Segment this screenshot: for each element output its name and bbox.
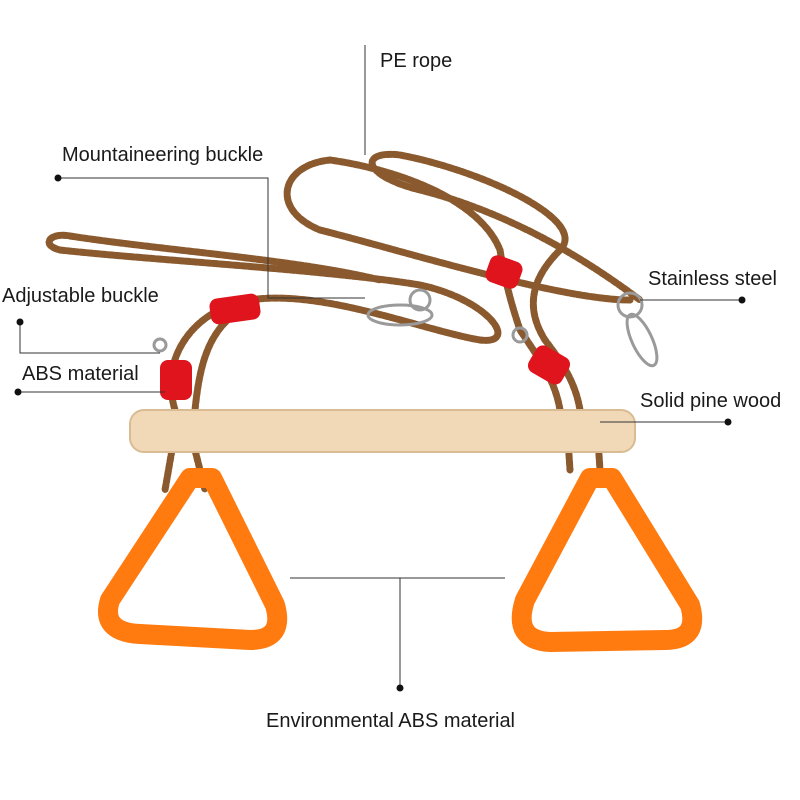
- steel-carabiners: [152, 288, 659, 368]
- label-abs-material: ABS material: [22, 363, 139, 385]
- label-stainless-steel: Stainless steel: [648, 268, 777, 290]
- label-adjustable-buckle: Adjustable buckle: [2, 285, 159, 307]
- abs-buckles: [160, 255, 571, 400]
- label-solid-pine-wood: Solid pine wood: [640, 390, 782, 412]
- annotation-lines: [18, 45, 742, 688]
- label-pe-rope: PE rope: [380, 50, 453, 72]
- annotation-dots: [14, 174, 746, 692]
- abs-rings: [98, 468, 703, 652]
- label-environmental-abs: Environmental ABS material: [266, 710, 516, 732]
- label-mountaineering-buckle: Mountaineering buckle: [62, 144, 264, 166]
- pine-wood-bar: [129, 409, 636, 453]
